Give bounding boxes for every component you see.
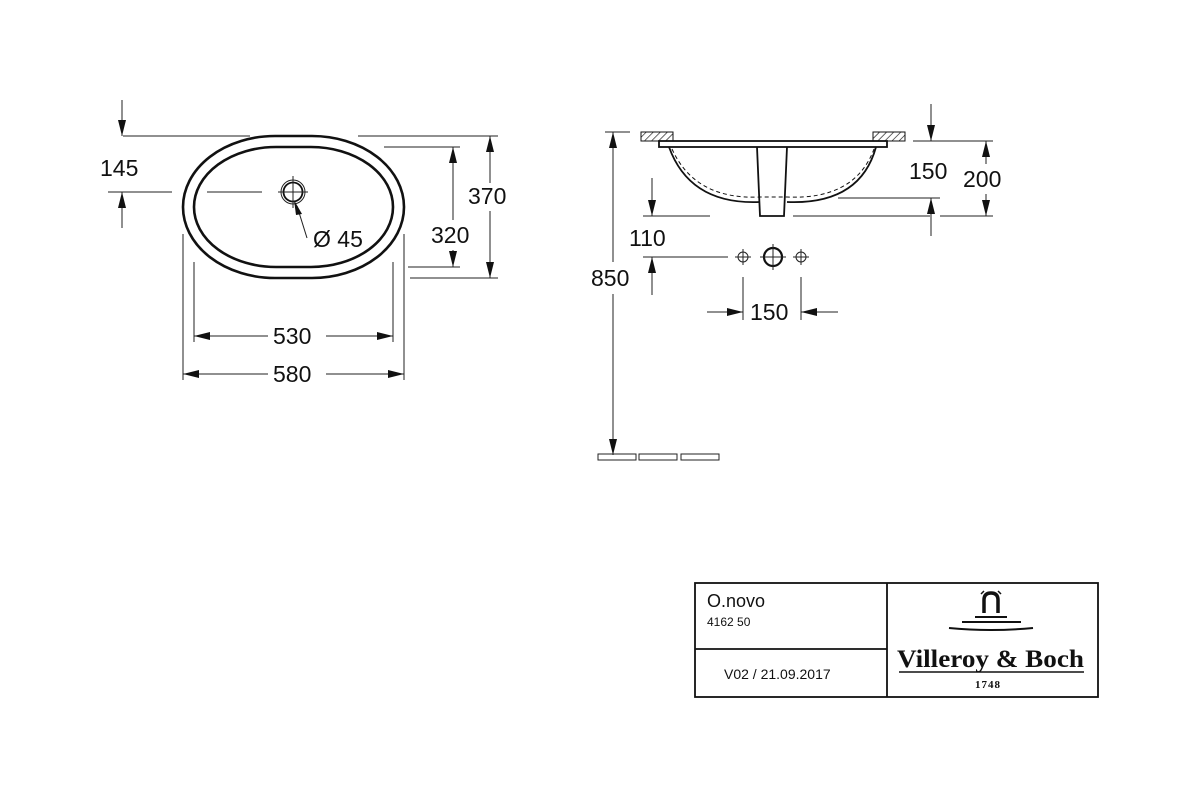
dim-total-height-label: 200 bbox=[963, 166, 1001, 192]
brand-name: Villeroy & Boch bbox=[897, 646, 1084, 673]
side-view: 850 110 bbox=[591, 104, 1001, 461]
title-block: O.novo 4162 50 V02 / 21.09.2017 Villeroy… bbox=[694, 582, 1099, 698]
top-view: Ø 45 145 370 320 530 bbox=[100, 100, 516, 387]
tap-hole-center-icon bbox=[760, 244, 786, 270]
drain-pipe bbox=[756, 146, 788, 217]
tap-hole-left-icon bbox=[735, 249, 751, 265]
villeroy-boch-logo-icon bbox=[948, 590, 1034, 631]
basin-inner-outline bbox=[192, 145, 395, 269]
basin-bowl bbox=[668, 146, 877, 203]
article-number: 4162 50 bbox=[707, 615, 751, 629]
brand-year: 1748 bbox=[975, 679, 1001, 691]
floor-tile bbox=[597, 453, 637, 461]
basin-outer-outline bbox=[181, 134, 406, 280]
dim-hole-diameter-label: Ø 45 bbox=[313, 226, 363, 252]
floor-tile bbox=[638, 453, 678, 461]
dim-offset-hole-label: 145 bbox=[100, 155, 138, 181]
dim-outer-width-label: 580 bbox=[273, 361, 311, 387]
basin-rim bbox=[658, 140, 888, 148]
dim-tap-offset-label: 110 bbox=[629, 225, 666, 251]
dim-inner-width-label: 530 bbox=[273, 323, 311, 349]
dim-inner-depth-label: 320 bbox=[431, 222, 469, 248]
dim-tap-spacing-label: 150 bbox=[750, 299, 788, 325]
tap-hole-right-icon bbox=[793, 249, 809, 265]
product-name: O.novo bbox=[707, 591, 765, 611]
countertop-right bbox=[872, 131, 906, 142]
dim-basin-depth-label: 150 bbox=[909, 158, 947, 184]
floor-tile bbox=[680, 453, 720, 461]
dim-mount-height-label: 850 bbox=[591, 265, 629, 291]
countertop-left bbox=[640, 131, 674, 142]
version-date: V02 / 21.09.2017 bbox=[724, 666, 831, 682]
drain-hole-icon bbox=[278, 176, 308, 208]
dim-outer-depth-label: 370 bbox=[468, 183, 506, 209]
